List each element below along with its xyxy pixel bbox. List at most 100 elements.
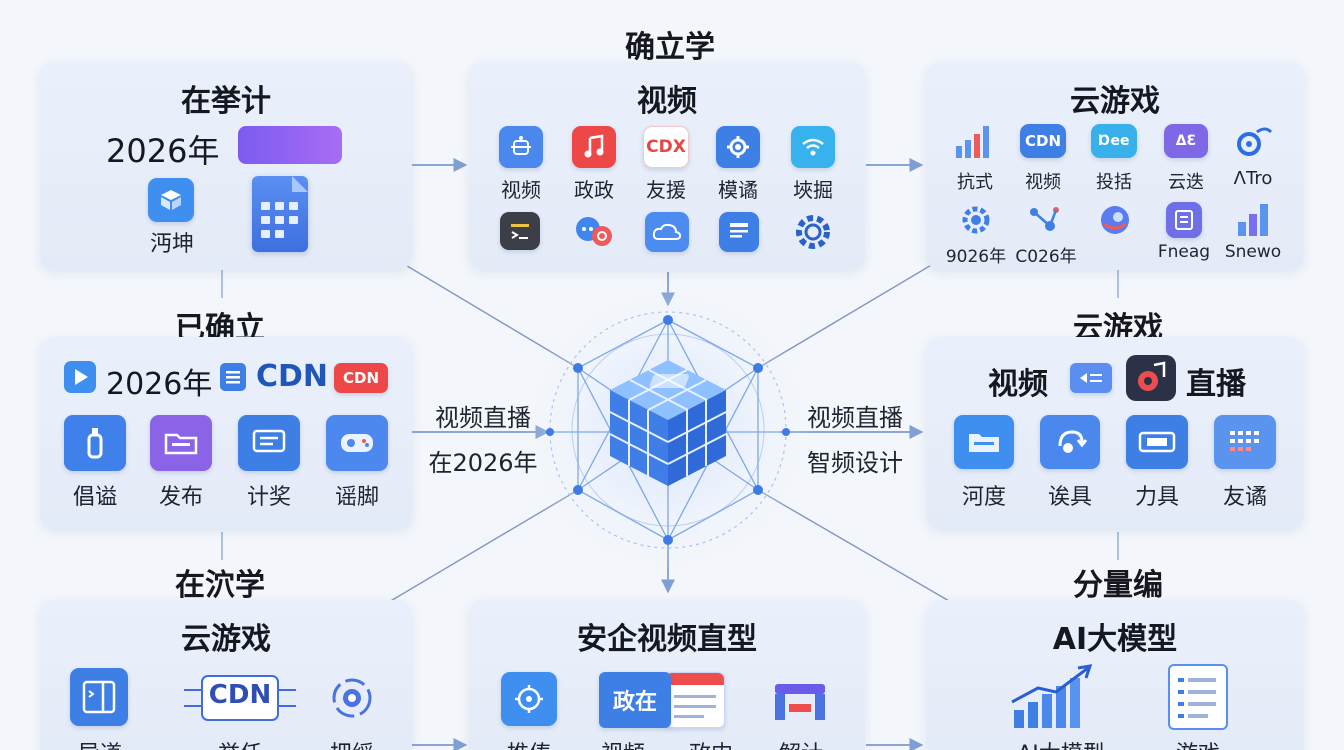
bridge-icon[interactable] [769,672,831,728]
settings-cog-icon[interactable] [791,210,835,254]
network-icon[interactable] [1026,202,1064,238]
caption: 投括 [1096,172,1132,193]
sidebar-layout-icon[interactable] [70,668,128,726]
cdx-icon[interactable]: CDX [643,126,689,168]
caption: AI大模型 [1006,736,1116,750]
box-icon[interactable] [148,178,194,222]
gamepad-icon[interactable] [326,415,388,471]
caption: 云迭 [1168,172,1204,193]
card-title: 云游戏 [1070,84,1160,119]
caption: ΛTro [1233,168,1273,189]
robot-icon[interactable] [499,126,543,168]
caption: 游戏 [1158,736,1238,750]
card-bottom-center: 安企视频直型 政在 推俦 视频 政内 解计 [469,600,865,750]
card-top-left: 在挙计 2026年 沔坤 [40,62,412,270]
bar-chart-icon[interactable] [1234,200,1272,238]
card-title: AI大模型 [1052,622,1178,657]
usb-icon[interactable] [64,415,126,471]
crosshair-icon[interactable] [501,672,557,726]
year-text: 2026年 [106,367,213,402]
caption: 9026年 [945,247,1007,267]
caption: 力具 [1134,485,1179,510]
orb-icon[interactable] [1096,202,1134,238]
caption: 友援 [646,178,686,202]
document-icon[interactable] [719,212,759,252]
caption: 谣脚 [334,485,379,510]
cdn-icon[interactable]: CDN [1020,124,1066,158]
document-grid-icon[interactable] [252,176,308,252]
left-text: 视频 [988,367,1048,402]
dee-icon[interactable]: Ɒee [1091,124,1137,158]
music-disc-icon[interactable] [1126,355,1176,401]
caption: 沔坤 [149,232,194,257]
card-bottom-right: AI大模型 AI大模型 游戏 [926,600,1304,750]
caption: 解计 [761,736,841,750]
purple-bar [238,126,342,164]
caption: Snewo [1224,242,1282,262]
flow-right-line1: 视频直播 [807,404,903,432]
swirl-icon[interactable] [1231,122,1275,162]
caption: 举任 [200,736,280,750]
policy-badge: 政在 [599,672,671,728]
refresh-icon[interactable] [1040,415,1100,469]
policy-card[interactable]: 政在 [599,672,725,728]
cdn-badge[interactable]: CDN [334,363,388,393]
grid-dots-icon[interactable] [1214,415,1276,469]
folder-icon[interactable] [150,415,212,471]
as-icon[interactable]: ΔƐ [1164,124,1208,158]
checklist-icon[interactable] [1168,664,1228,730]
caption: 视频 [501,178,541,202]
cdn-box[interactable]: CDN [184,674,296,722]
growth-chart-icon[interactable] [1008,662,1100,732]
card-title: 云游戏 [181,622,271,657]
ticket-box-icon[interactable] [1126,415,1188,469]
caption: 抗式 [957,172,993,193]
flow-right-line2: 智频设计 [807,449,903,477]
caption: 视频 [1025,172,1061,193]
ticket-icon[interactable] [1070,363,1112,393]
bar-chart-icon[interactable] [954,122,996,162]
message-icon[interactable] [238,415,300,471]
cube-icon [609,360,727,486]
card-mid-left: 2026年 CDN CDN 倡谥 发布 计奖 谣脚 [40,337,412,529]
flow-left-line1: 视频直播 [435,404,531,432]
right-text: 直播 [1186,367,1246,402]
list-icon[interactable] [220,363,246,391]
wifi-icon[interactable] [791,126,835,168]
caption: 政内 [671,736,751,750]
caption: C026年 [1015,247,1077,267]
caption: 政政 [574,178,614,202]
target-icon[interactable] [324,672,380,724]
right-bottom-label: 分量编 [1073,568,1163,603]
caption: 发布 [158,485,203,510]
card-top-right: 云游戏 CDN Ɒee ΔƐ 抗式 视频 投括 云迭 ΛTro 9026年 [926,62,1304,270]
caption: 埉掘 [793,178,833,202]
caption: 推俦 [489,736,569,750]
caption: 倡谥 [72,485,117,510]
year-text: 2026年 [106,132,220,170]
folder-open-icon[interactable] [954,415,1014,469]
play-icon[interactable] [64,361,96,393]
document-icon[interactable] [1166,202,1202,238]
card-title: 视频 [637,84,697,119]
cdn-text: CDN [208,680,272,710]
caption: 导道 [60,736,140,750]
left-bottom-label: 在泬学 [175,568,265,603]
caption: 河度 [961,485,1006,510]
card-title: 在挙计 [181,84,271,119]
chat-bubbles-icon[interactable] [572,212,616,252]
caption: 计奖 [246,485,291,510]
terminal-icon[interactable] [500,212,540,250]
gear-icon[interactable] [958,202,994,238]
caption: 诶具 [1047,485,1092,510]
cloud-icon[interactable] [645,212,689,252]
card-title: 安企视频直型 [577,622,757,657]
card-bottom-left: 云游戏 CDN 导道 举任 把绥 [40,600,412,750]
cdn-text: CDN [256,359,329,394]
gear-icon[interactable] [716,126,760,168]
caption: 友谲 [1222,485,1267,510]
caption: 把绥 [312,736,392,750]
caption: 模谲 [718,178,758,202]
music-note-icon[interactable] [572,126,616,168]
